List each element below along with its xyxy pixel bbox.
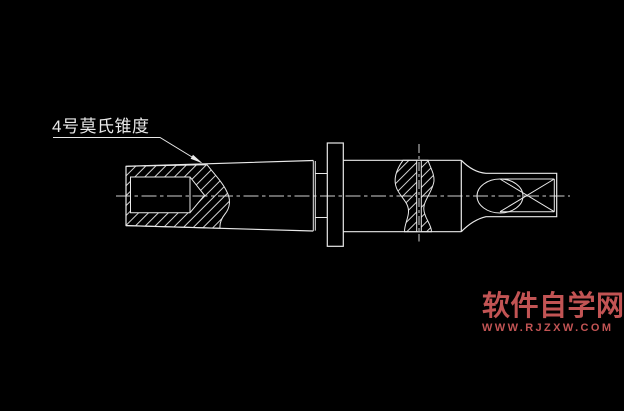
shaft-body-outline[interactable] <box>343 159 462 233</box>
taper-section-hatch[interactable] <box>125 164 230 229</box>
slot-wall-lines[interactable] <box>416 160 422 232</box>
neck-outline[interactable] <box>315 173 328 218</box>
watermark: 软件自学网 WWW.RJZXW.COM <box>482 290 624 335</box>
flange-outline[interactable] <box>326 142 344 247</box>
taper-end-face-lines[interactable] <box>312 160 316 232</box>
flatness-cross-lines[interactable] <box>499 178 555 213</box>
morse-taper-outline[interactable] <box>125 159 314 232</box>
cross-slot-hatch[interactable] <box>394 159 435 233</box>
leader-line[interactable] <box>53 137 202 163</box>
taper-annotation-label[interactable]: 4号莫氏锥度 <box>52 117 150 136</box>
watermark-site-url: WWW.RJZXW.COM <box>482 322 614 335</box>
watermark-site-name: 软件自学网 <box>482 290 624 321</box>
leader-arrowhead <box>190 154 203 164</box>
tang-outline[interactable] <box>460 159 558 233</box>
slot-void <box>416 160 422 232</box>
